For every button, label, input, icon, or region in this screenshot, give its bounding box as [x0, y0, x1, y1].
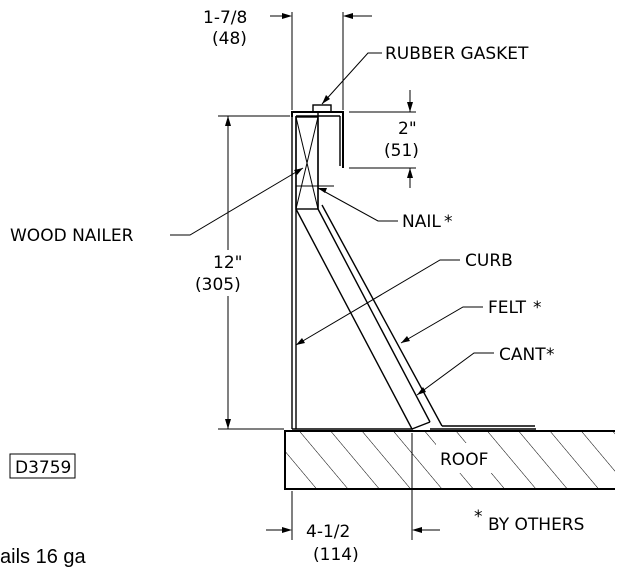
dim-base-label: 4-1/2: [306, 522, 350, 542]
nail-asterisk: *: [444, 212, 453, 232]
curb-label: CURB: [465, 251, 513, 271]
dim-height-label: 12": [213, 253, 242, 273]
dim-height-mm: (305): [195, 275, 241, 295]
dim-top-width-label: 1-7/8: [203, 8, 247, 28]
dim-top-width: [270, 12, 372, 110]
felt-label: FELT: [488, 298, 527, 318]
nail-leader: [296, 185, 398, 222]
dim-top-width-mm: (48): [212, 29, 247, 49]
roof-slab: [284, 430, 615, 490]
wood-nailer-label: WOOD NAILER: [10, 226, 134, 246]
dim-base-mm: (114): [313, 545, 359, 565]
code-box: [9, 453, 76, 479]
by-others-asterisk: *: [474, 507, 483, 527]
dim-base: [266, 433, 440, 540]
cant-label: CANT: [499, 345, 546, 365]
caption-fragment: ails 16 ga: [0, 546, 86, 568]
nail-label: NAIL: [402, 212, 441, 232]
wood-nailer-leader: [170, 167, 304, 236]
curb-leader: [295, 259, 460, 346]
coping-cap: [291, 104, 344, 168]
dim-lip-mm: (51): [384, 141, 419, 161]
cant-asterisk: *: [546, 345, 555, 365]
by-others-label: BY OTHERS: [488, 515, 584, 535]
rubber-gasket-label: RUBBER GASKET: [385, 44, 529, 64]
cant-strip: [295, 112, 431, 430]
roof-label: ROOF: [440, 450, 488, 470]
felt-asterisk: *: [533, 298, 542, 318]
dim-lip-label: 2": [398, 119, 417, 139]
dim-lip: [349, 90, 416, 188]
code-box-label: D3759: [15, 458, 71, 478]
dim-height: [218, 115, 290, 430]
curb-profile: [291, 116, 413, 430]
wood-nailer-block: [295, 116, 319, 210]
cant-leader: [416, 352, 494, 396]
felt-leader: [400, 306, 483, 344]
rubber-gasket-leader: [321, 52, 382, 105]
